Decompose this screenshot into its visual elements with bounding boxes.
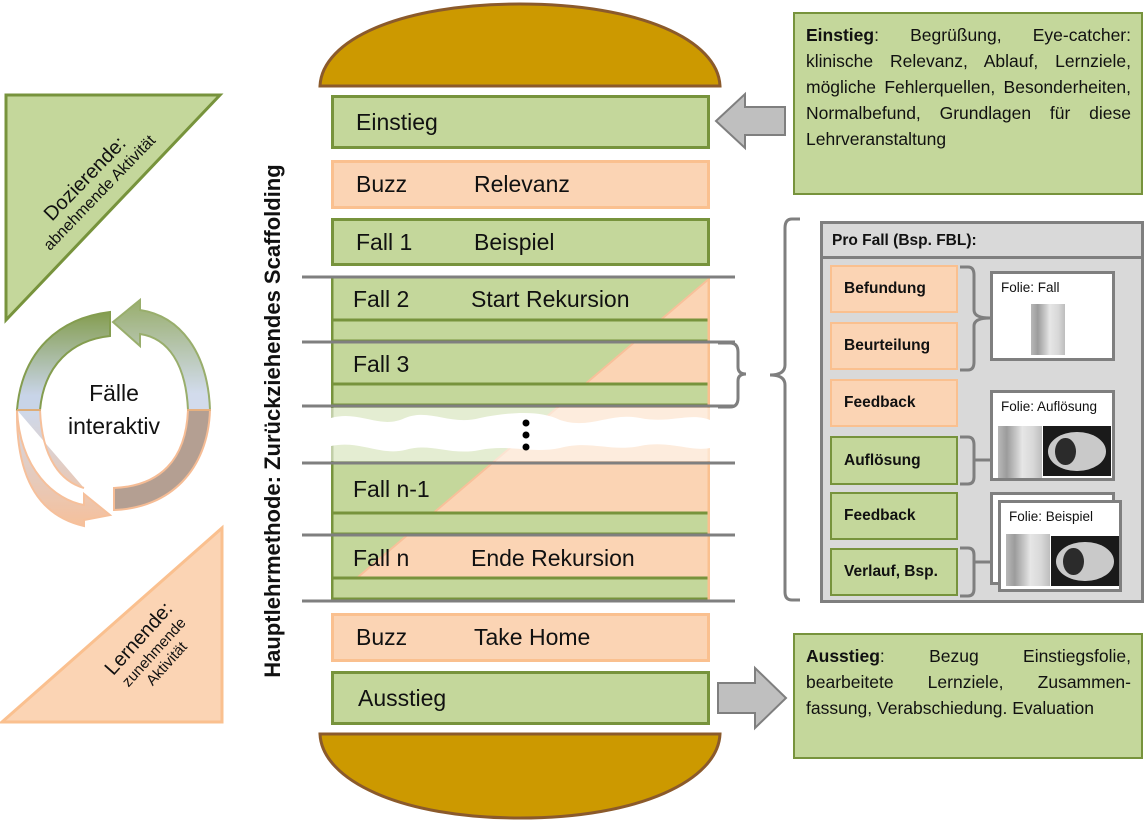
layer-label: Fall n-1	[353, 475, 430, 502]
slide-fall[interactable]: Folie: Fall	[990, 271, 1115, 361]
layer-fall-n[interactable]: Fall n Ende Rekursion	[331, 537, 710, 579]
slide-aufloesung[interactable]: Folie: Auflösung	[990, 390, 1115, 481]
layer-einstieg[interactable]: Einstieg	[331, 95, 710, 149]
step-beurteilung[interactable]: Beurteilung	[830, 322, 958, 370]
slide-beispiel[interactable]: Folie: Beispiel	[998, 500, 1122, 592]
layer-ausstieg[interactable]: Ausstieg	[331, 671, 710, 725]
einstieg-info-text: : Begrüßung, Eye-catcher: klinische Rele…	[806, 25, 1131, 149]
layer-label: Fall n	[353, 544, 410, 571]
separator-lines	[302, 275, 735, 603]
step-label: Feedback	[844, 507, 916, 524]
step-label: Auflösung	[844, 451, 921, 469]
layer-label: Buzz	[356, 171, 408, 197]
slide-caption: Folie: Beispiel	[1009, 509, 1094, 524]
cycle-label-line1: Fälle	[89, 380, 139, 406]
layer-label: Buzz	[356, 624, 408, 650]
step-label: Feedback	[844, 394, 916, 411]
ausstieg-info-text: : Bezug Einstiegsfolie, bearbeitete Lern…	[806, 646, 1131, 718]
layer-buzz-relevanz[interactable]: Buzz Relevanz	[331, 160, 710, 209]
layer-sublabel: Start Rekursion	[471, 285, 630, 312]
vertical-title: Hauptlehrmethode: Zurückziehendes Scaffo…	[260, 164, 285, 678]
ausstieg-info-heading: Ausstieg	[806, 646, 880, 666]
layer-sublabel: Beispiel	[474, 228, 555, 255]
brace-fall3	[718, 341, 747, 409]
layer-fall-3[interactable]: Fall 3	[331, 344, 710, 384]
step-aufloesung[interactable]: Auflösung	[830, 436, 958, 485]
einstieg-info-box: Einstieg: Begrüßung, Eye-catcher: klinis…	[793, 12, 1143, 195]
step-feedback-2[interactable]: Feedback	[830, 492, 958, 540]
top-bun	[318, 2, 722, 88]
brace-pro-fall	[769, 217, 800, 602]
pro-fall-header: Pro Fall (Bsp. FBL):	[823, 224, 1141, 259]
ct-image	[1043, 426, 1111, 476]
cycle-label: Fälle interaktiv	[40, 377, 188, 443]
layer-label: Fall 3	[353, 350, 410, 377]
recursion-block	[331, 278, 710, 600]
step-verlauf[interactable]: Verlauf, Bsp.	[830, 548, 958, 596]
ellipsis-icon	[522, 419, 530, 451]
step-label: Verlauf, Bsp.	[844, 563, 938, 580]
bottom-bun	[318, 732, 722, 820]
teacher-triangle	[4, 93, 224, 324]
einstieg-info-heading: Einstieg	[806, 25, 875, 45]
cycle-arrows-icon	[15, 297, 212, 528]
pro-fall-title: Pro Fall (Bsp. FBL):	[832, 232, 977, 249]
xray-image	[998, 426, 1042, 478]
cycle-label-line2: interaktiv	[67, 413, 161, 439]
layer-label: Fall 2	[353, 285, 410, 312]
arrow-left-icon	[714, 91, 786, 151]
layer-fall-n-1[interactable]: Fall n-1	[331, 466, 710, 512]
step-label: Beurteilung	[844, 337, 931, 354]
slide-caption: Folie: Auflösung	[1001, 399, 1098, 414]
layer-label: Einstieg	[356, 108, 438, 135]
layer-label: Fall 1	[356, 228, 413, 255]
ct-image	[1051, 536, 1119, 586]
xray-image	[1031, 304, 1065, 355]
layer-fall-1[interactable]: Fall 1 Beispiel	[331, 218, 710, 266]
layer-sublabel: Relevanz	[474, 171, 570, 197]
layer-sublabel: Ende Rekursion	[471, 544, 635, 571]
step-feedback-1[interactable]: Feedback	[830, 379, 958, 427]
slide-caption: Folie: Fall	[1001, 280, 1060, 295]
xray-image	[1006, 534, 1050, 586]
ausstieg-info-box: Ausstieg: Bezug Einstiegsfolie, bearbeit…	[793, 633, 1143, 759]
arrow-right-icon	[717, 665, 788, 731]
learner-triangle	[0, 524, 224, 724]
layer-sublabel: Take Home	[474, 624, 591, 650]
step-label: Befundung	[844, 280, 926, 297]
layer-label: Ausstieg	[358, 684, 447, 711]
step-befundung[interactable]: Befundung	[830, 265, 958, 313]
layer-buzz-take-home[interactable]: Buzz Take Home	[331, 613, 710, 662]
layer-fall-2[interactable]: Fall 2 Start Rekursion	[331, 279, 710, 319]
